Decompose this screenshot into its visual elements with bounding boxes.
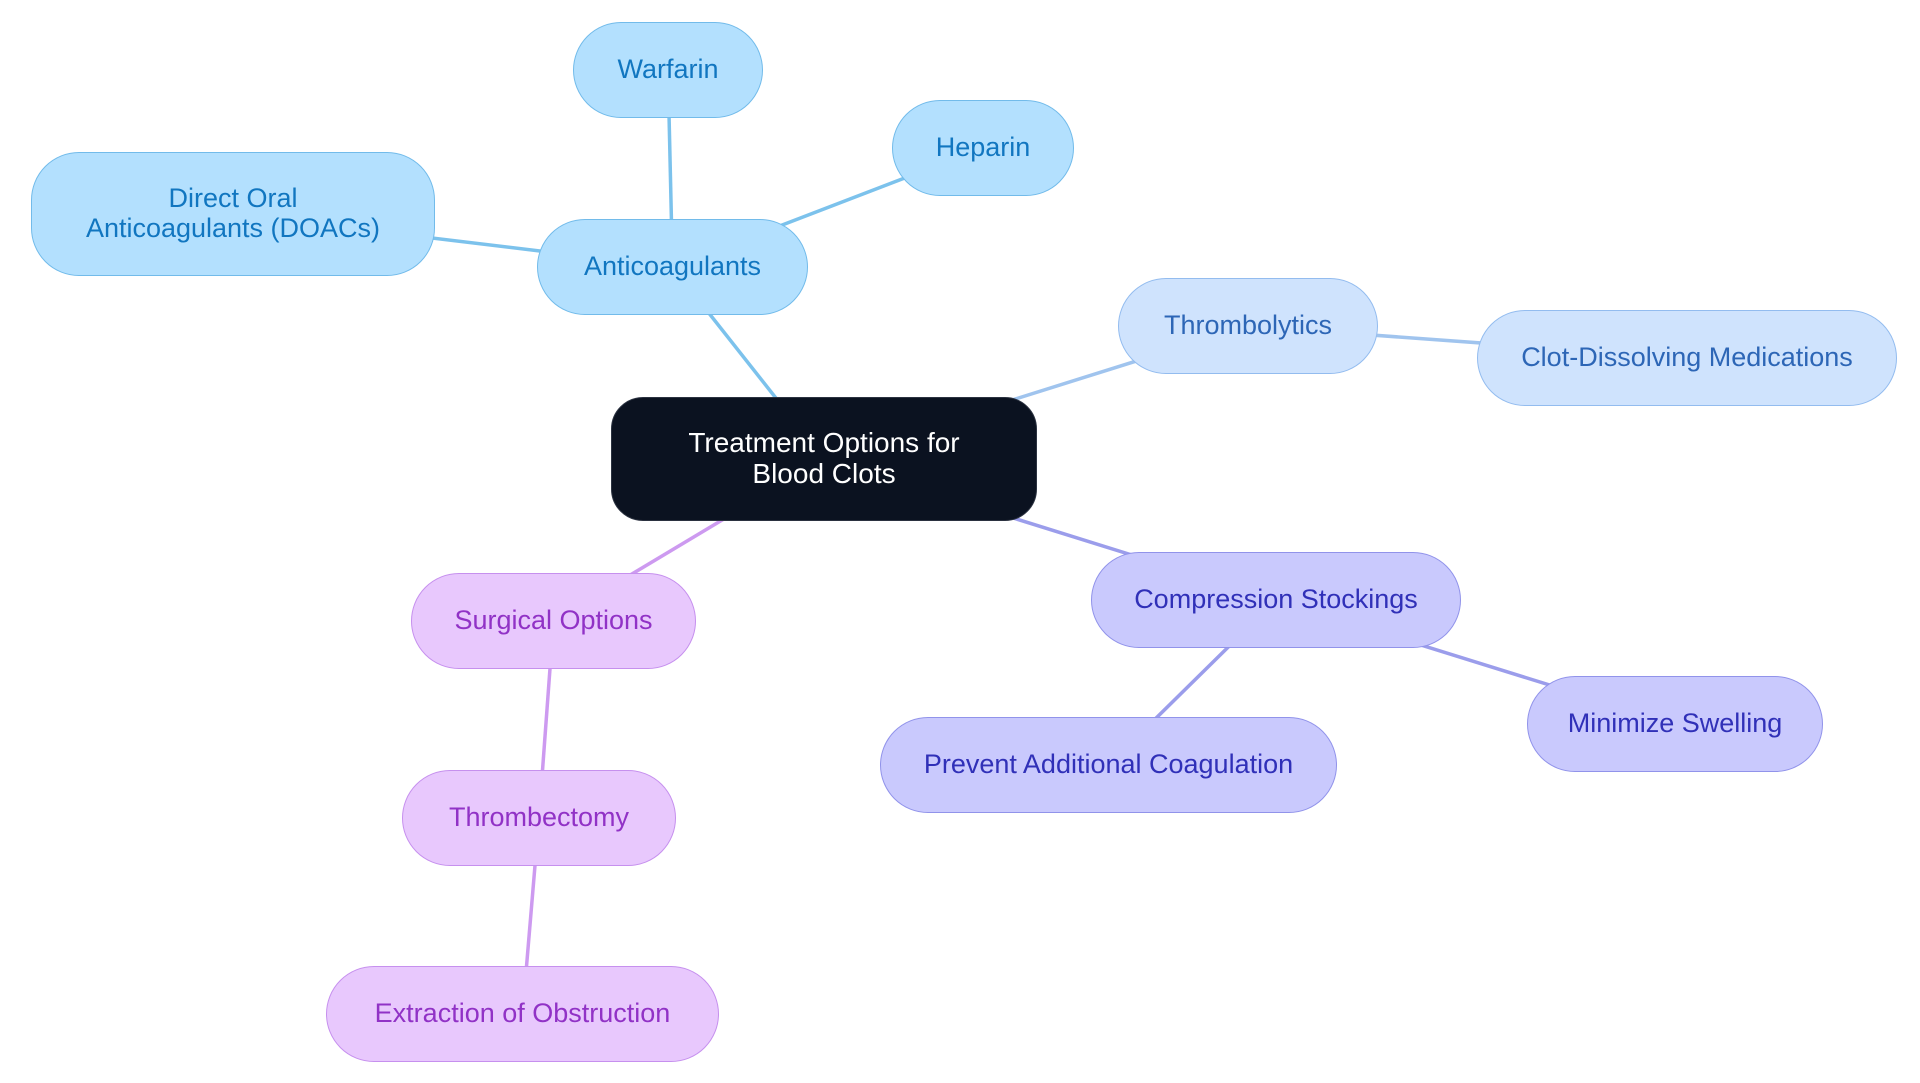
node-extraction-label: Extraction of Obstruction xyxy=(374,998,671,1029)
node-root-label: Treatment Options for Blood Clots xyxy=(688,427,960,489)
node-warfarin[interactable]: Warfarin xyxy=(573,22,763,118)
node-warfarin-label: Warfarin xyxy=(617,54,719,85)
node-surgical-options-label: Surgical Options xyxy=(454,605,653,636)
node-thrombectomy-label: Thrombectomy xyxy=(448,802,630,833)
node-doacs[interactable]: Direct Oral Anticoagulants (DOACs) xyxy=(31,152,435,276)
node-thrombectomy[interactable]: Thrombectomy xyxy=(402,770,676,866)
node-thrombolytics-label: Thrombolytics xyxy=(1163,310,1333,341)
node-doacs-label: Direct Oral Anticoagulants (DOACs) xyxy=(85,183,381,243)
node-minimize-swelling[interactable]: Minimize Swelling xyxy=(1527,676,1823,772)
node-minimize-swelling-label: Minimize Swelling xyxy=(1567,708,1783,739)
node-compression-stockings[interactable]: Compression Stockings xyxy=(1091,552,1461,648)
node-compression-stockings-label: Compression Stockings xyxy=(1134,584,1418,615)
node-heparin-label: Heparin xyxy=(935,132,1031,163)
node-prevent-coagulation[interactable]: Prevent Additional Coagulation xyxy=(880,717,1337,813)
node-clot-dissolving[interactable]: Clot-Dissolving Medications xyxy=(1477,310,1897,406)
node-anticoagulants[interactable]: Anticoagulants xyxy=(537,219,808,315)
node-heparin[interactable]: Heparin xyxy=(892,100,1074,196)
node-prevent-coagulation-label: Prevent Additional Coagulation xyxy=(923,749,1294,780)
node-anticoagulants-label: Anticoagulants xyxy=(583,251,762,282)
node-surgical-options[interactable]: Surgical Options xyxy=(411,573,696,669)
node-extraction[interactable]: Extraction of Obstruction xyxy=(326,966,719,1062)
node-thrombolytics[interactable]: Thrombolytics xyxy=(1118,278,1378,374)
node-clot-dissolving-label: Clot-Dissolving Medications xyxy=(1521,342,1853,373)
node-root[interactable]: Treatment Options for Blood Clots xyxy=(611,397,1037,521)
